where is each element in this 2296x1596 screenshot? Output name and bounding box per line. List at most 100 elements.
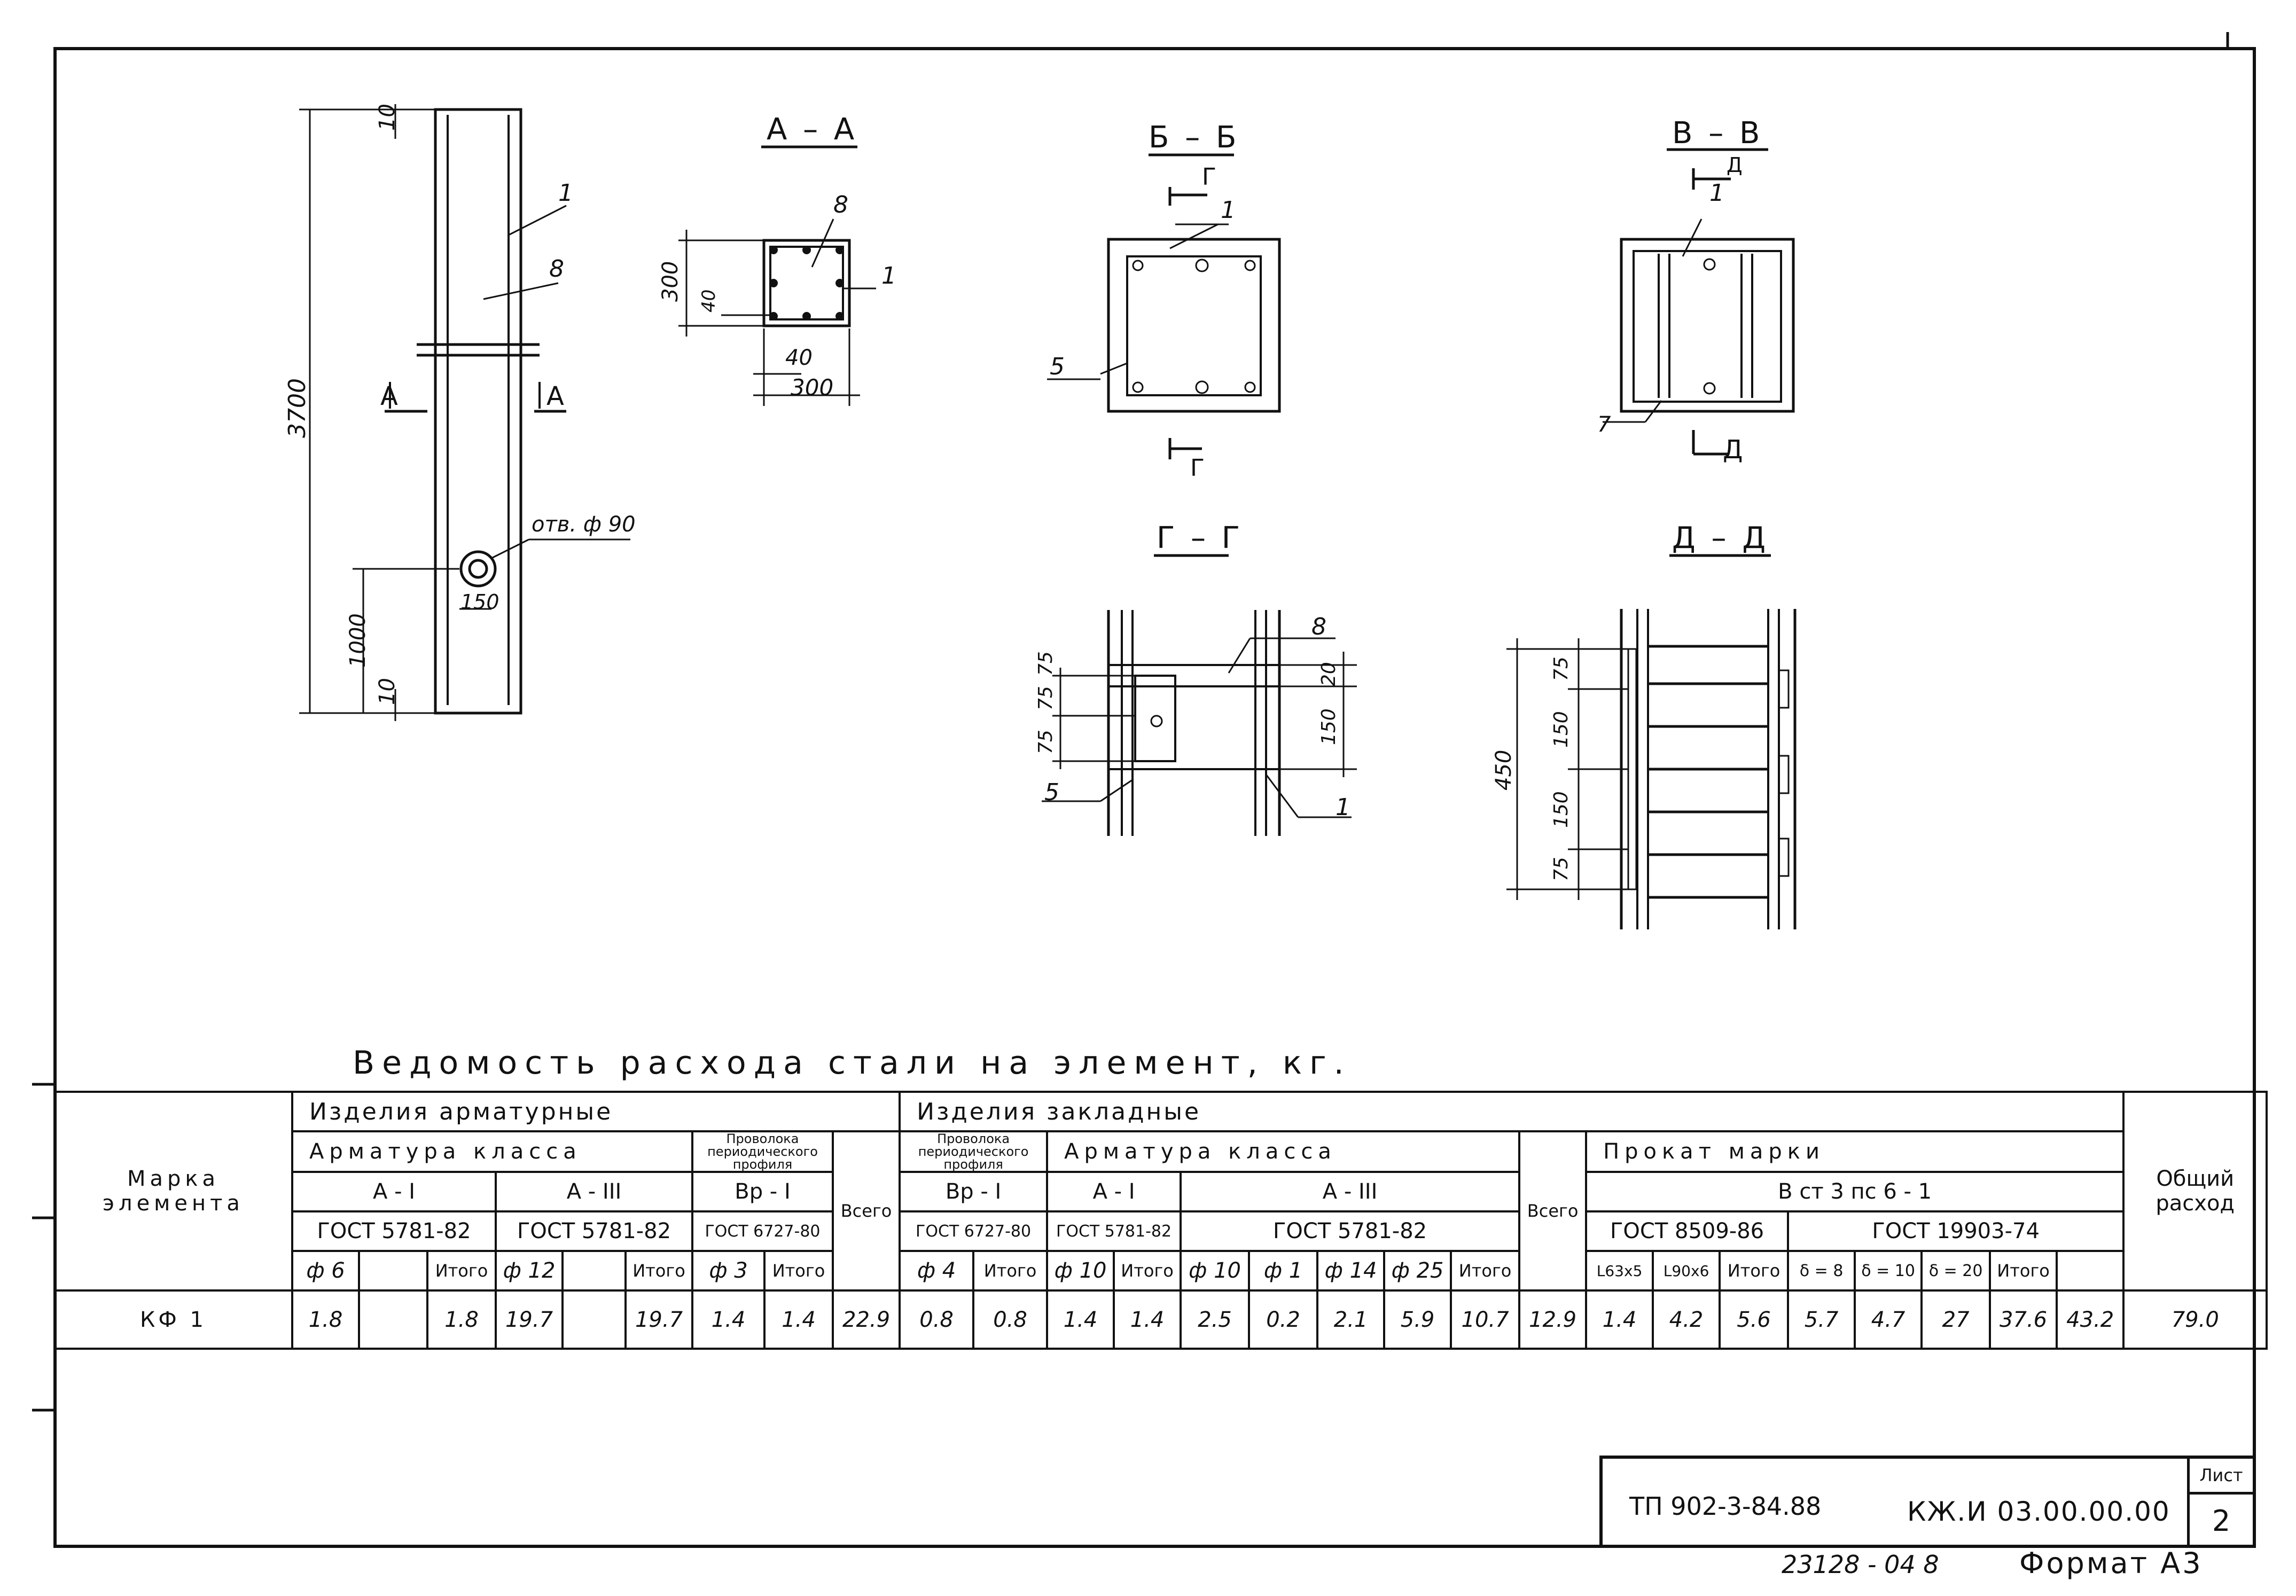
cell: 1.4 <box>1113 1289 1182 1350</box>
cell <box>561 1289 627 1350</box>
section-dd-d4: 75 <box>1550 857 1572 881</box>
section-aa-height: 300 <box>658 261 683 302</box>
col-f4: ф 4 <box>899 1250 975 1292</box>
embed-rebar-total-header: Всего <box>1518 1130 1588 1292</box>
cell: 37.6 <box>1989 1289 2058 1350</box>
section-gg-dim-150: 150 <box>1318 708 1340 745</box>
col-d8: δ = 8 <box>1787 1250 1856 1292</box>
class-a3: А - III <box>495 1171 693 1212</box>
table-title: Ведомость расхода стали на элемент, кг. <box>353 1044 1352 1082</box>
section-gg-title: Г – Г <box>1157 521 1243 556</box>
drawing-frame <box>53 47 2256 1548</box>
col-itogo-6: Итого <box>1450 1250 1521 1292</box>
col-f25: ф 25 <box>1383 1250 1452 1292</box>
section-aa-callout-8: 8 <box>833 191 848 218</box>
section-aa-width: 300 <box>791 374 834 401</box>
section-vv-callout-7: 7 <box>1597 412 1611 437</box>
paper-format: Формат А3 <box>2019 1546 2203 1580</box>
col-itogo-1: Итого <box>426 1250 497 1292</box>
cell: 1.4 <box>691 1289 766 1350</box>
col-blank-1 <box>358 1250 428 1292</box>
col-itogo-2: Итого <box>624 1250 693 1292</box>
cell: 1.4 <box>763 1289 834 1350</box>
section-vv <box>1603 148 1795 456</box>
elevation-bottom-cover: 10 <box>375 678 400 705</box>
rebar-group-header: Изделия арматурные <box>291 1091 901 1132</box>
cell: 4.7 <box>1854 1289 1923 1350</box>
inventory-number: 23128 - 04 8 <box>1782 1550 1939 1579</box>
cell-grand-total: 79.0 <box>2122 1289 2268 1350</box>
cell: 5.7 <box>1787 1289 1856 1350</box>
row-mark: КФ 1 <box>53 1289 293 1350</box>
embed-class-a3: А - III <box>1180 1171 1521 1212</box>
section-aa-cover: 40 <box>698 289 720 312</box>
cell: 2.1 <box>1316 1289 1386 1350</box>
section-gg-dim-20: 20 <box>1318 662 1340 686</box>
elevation-cut-left: А <box>380 381 398 411</box>
embed-wire-header: Проволока периодического профиля <box>899 1130 1049 1173</box>
project-number: ТП 902-3-84.88 <box>1629 1492 1822 1521</box>
embedded-group-header: Изделия закладные <box>899 1091 2125 1132</box>
embed-class-a1: А - I <box>1046 1171 1182 1212</box>
section-gg <box>1042 554 1357 836</box>
section-bb-callout-1: 1 <box>1221 197 1236 224</box>
cell: 43.2 <box>2056 1289 2125 1350</box>
section-dd-title: Д – Д <box>1672 521 1769 556</box>
grand-total-header: Общий расход <box>2122 1091 2268 1292</box>
sheet-box: Лист 2 <box>2187 1459 2253 1545</box>
section-aa-callout-1: 1 <box>881 262 896 290</box>
cell: 4.2 <box>1652 1289 1721 1350</box>
section-bb-title: Б – Б <box>1149 120 1240 155</box>
section-bb-callout-5: 5 <box>1050 353 1065 380</box>
section-aa <box>678 145 876 406</box>
section-vv-cut-top: Д <box>1727 153 1743 177</box>
section-gg-dim-75c: 75 <box>1035 730 1057 754</box>
elevation-cut-right: А <box>546 381 564 411</box>
section-aa-width-cover: 40 <box>785 346 813 370</box>
cell: 10.7 <box>1450 1289 1521 1350</box>
cell: 1.4 <box>1585 1289 1654 1350</box>
cell: 1.4 <box>1046 1289 1115 1350</box>
gost-8509: ГОСТ 8509-86 <box>1585 1210 1790 1252</box>
sheet-label: Лист <box>2190 1459 2253 1495</box>
embed-class-header: Арматура класса <box>1046 1130 1521 1173</box>
col-f6: ф 6 <box>291 1250 360 1292</box>
elevation-hole-height: 1000 <box>346 613 370 668</box>
col-d10: δ = 10 <box>1854 1250 1923 1292</box>
class-a1: А - I <box>291 1171 497 1212</box>
gost-6727: ГОСТ 6727-80 <box>691 1210 834 1252</box>
cell <box>358 1289 428 1350</box>
elevation-hole-note: отв. ф 90 <box>532 512 636 537</box>
section-bb <box>1047 153 1281 459</box>
column-elevation <box>299 104 630 721</box>
steel-grade: В ст 3 пс 6 - 1 <box>1585 1171 2125 1212</box>
section-vv-cut-bottom: Д <box>1723 435 1743 465</box>
embed-gost-6727: ГОСТ 6727-80 <box>899 1210 1049 1252</box>
cell: 19.7 <box>495 1289 564 1350</box>
col-f14: ф 14 <box>1316 1250 1386 1292</box>
cell: 0.8 <box>899 1289 975 1350</box>
col-l63: L63х5 <box>1585 1250 1654 1292</box>
section-gg-callout-5: 5 <box>1044 779 1059 806</box>
cell: 19.7 <box>624 1289 693 1350</box>
embed-gost-5781-a3: ГОСТ 5781-82 <box>1180 1210 1521 1252</box>
cell: 0.8 <box>972 1289 1049 1350</box>
col-itogo-8: Итого <box>1989 1250 2058 1292</box>
col-blank-2 <box>561 1250 627 1292</box>
col-f3: ф 3 <box>691 1250 766 1292</box>
col-f1: ф 1 <box>1248 1250 1319 1292</box>
section-gg-dim-75b: 75 <box>1035 651 1057 676</box>
cell: 12.9 <box>1518 1289 1588 1350</box>
title-block: ТП 902-3-84.88 КЖ.И 03.00.00.00 Лист 2 <box>1599 1456 2256 1548</box>
class-bp1: Вр - I <box>691 1171 834 1212</box>
rebar-class-header: Арматура класса <box>291 1130 693 1173</box>
section-bb-cut-top: Г <box>1202 163 1216 191</box>
cell: 2.5 <box>1180 1289 1251 1350</box>
section-gg-callout-1: 1 <box>1336 794 1350 821</box>
document-code: КЖ.И 03.00.00.00 <box>1907 1496 2170 1527</box>
col-d20: δ = 20 <box>1920 1250 1992 1292</box>
mark-header: Марка элемента <box>53 1091 293 1292</box>
table-row: КФ 1 1.8 1.8 19.7 19.7 1.4 1.4 22.9 0.8 … <box>53 1289 2268 1350</box>
gost-5781-a3: ГОСТ 5781-82 <box>495 1210 693 1252</box>
